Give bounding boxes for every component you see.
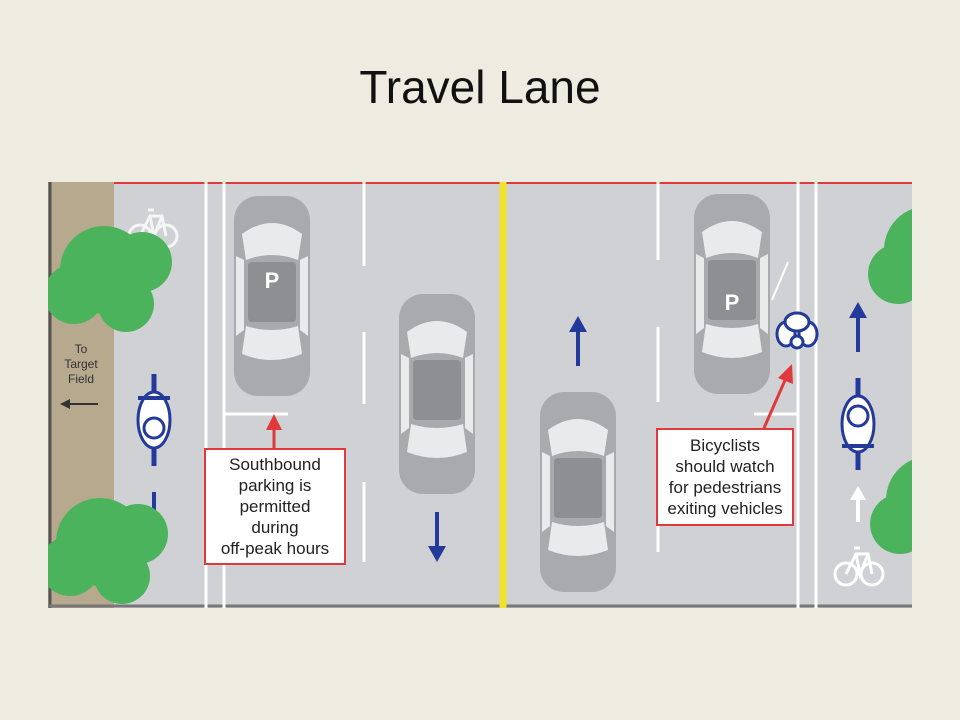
car-southbound-icon: [399, 294, 475, 494]
callout-bicyclists: Bicyclists should watch for pedestrians …: [656, 428, 794, 526]
street-diagram: P P: [48, 182, 912, 608]
parking-label-right: P: [725, 290, 740, 315]
parking-badge-right: [716, 286, 748, 318]
callout-pointer-parking: [266, 414, 282, 448]
callout-line: Southbound: [229, 455, 321, 474]
sign-arrowhead-icon: [60, 399, 70, 409]
sign-line: Target: [64, 357, 98, 371]
sign-line: To: [74, 342, 88, 356]
callout-line: should watch: [675, 457, 775, 476]
road-surface: [48, 182, 912, 608]
callout-line: off-peak hours: [220, 539, 330, 558]
callout-line: during: [251, 518, 299, 537]
street-diagram-svg: P P: [48, 182, 912, 608]
pedestrian-icon: [771, 261, 819, 350]
lane-markings: [204, 182, 818, 608]
callout-line: parking is: [238, 476, 312, 495]
parking-badge-left: [256, 264, 288, 296]
slide-title: Travel Lane: [359, 61, 601, 113]
callout-line: Bicyclists: [690, 436, 760, 455]
callout-line: for pedestrians: [668, 478, 782, 497]
callout-parking: Southbound parking is permitted during o…: [204, 448, 346, 565]
parking-label-left: P: [265, 268, 280, 293]
callout-pointer-bicyclists: [762, 364, 793, 429]
bike-lane-arrow-icon: [850, 486, 866, 522]
callout-line: exiting vehicles: [667, 499, 783, 518]
callout-line: permitted: [239, 497, 311, 516]
direction-sign: To Target Field: [56, 342, 106, 387]
car-northbound-icon: [540, 392, 616, 592]
sign-line: Field: [67, 372, 94, 386]
